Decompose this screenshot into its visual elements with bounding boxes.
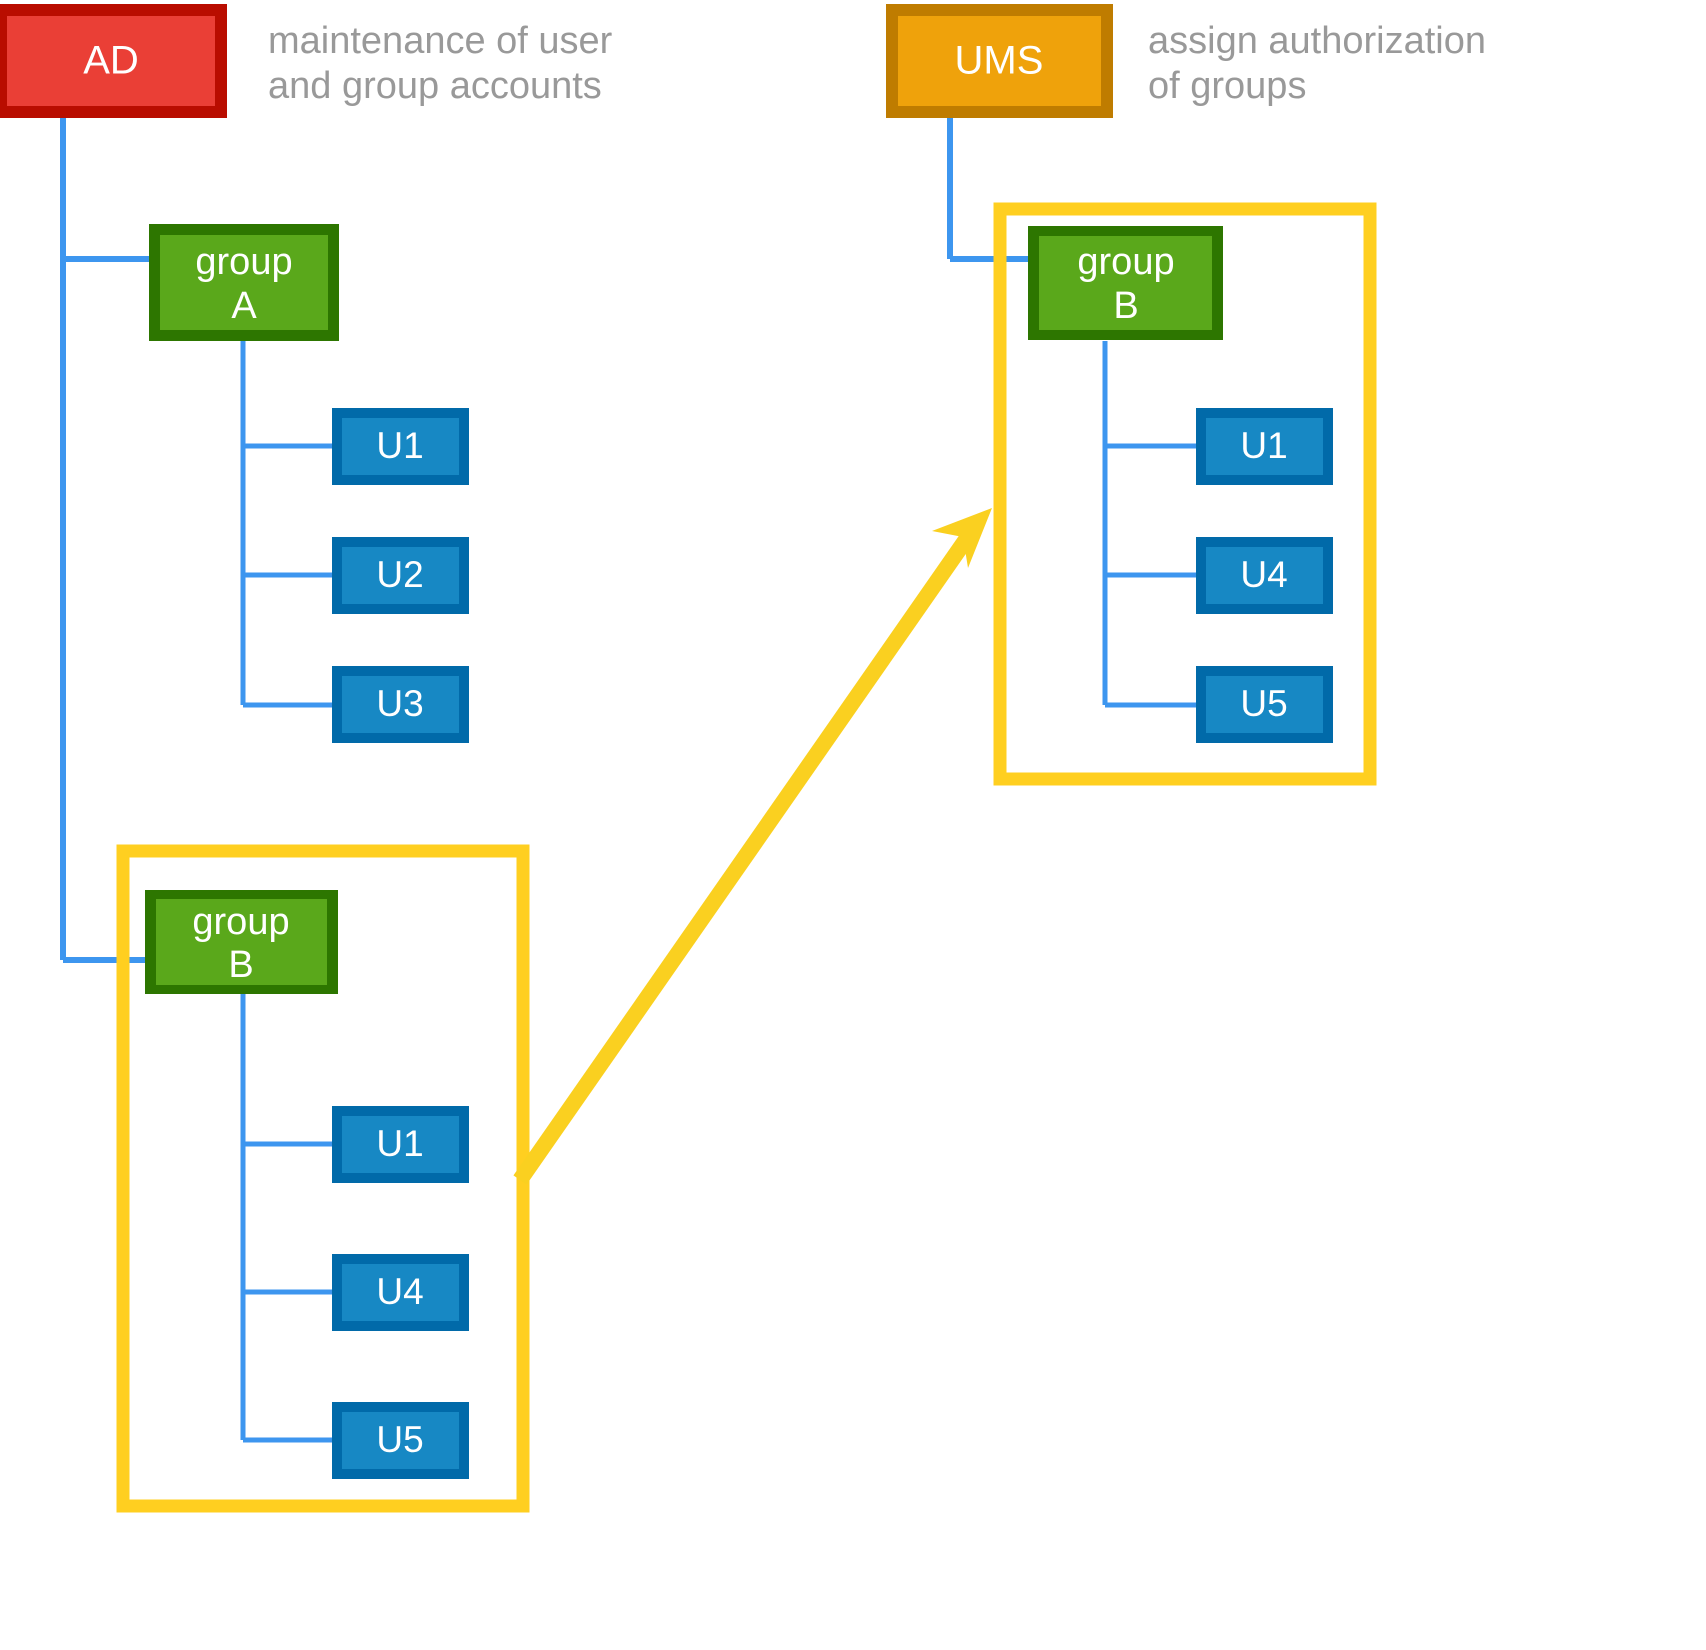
node-ad-group-b-u1[interactable]: U1 bbox=[332, 1106, 469, 1183]
ad-node-label: AD bbox=[83, 39, 139, 83]
ums-group-b-u5-label: U5 bbox=[1240, 683, 1287, 724]
node-ums-group-b[interactable]: group B bbox=[1028, 226, 1223, 340]
ums-group-b-u4-label: U4 bbox=[1240, 554, 1287, 595]
group-a-u1-fill bbox=[342, 418, 459, 475]
mapping-arrow-head bbox=[932, 508, 992, 568]
ad-group-b-label-line1: group bbox=[192, 901, 289, 943]
group-a-connectors bbox=[240, 341, 334, 708]
ad-group-b-u4-fill bbox=[342, 1264, 459, 1321]
ad-group-b-fill bbox=[156, 899, 327, 985]
ums-group-b-connectors bbox=[1102, 341, 1196, 708]
ums-node-fill bbox=[898, 16, 1101, 106]
ad-group-b-u5-fill bbox=[342, 1412, 459, 1469]
node-ad[interactable]: AD bbox=[0, 4, 227, 118]
ad-annotation-line1: maintenance of user bbox=[268, 20, 613, 62]
ad-group-b-label-line2: B bbox=[228, 944, 253, 986]
node-ums-group-b-u1[interactable]: U1 bbox=[1196, 408, 1333, 485]
node-ums-group-b-u4[interactable]: U4 bbox=[1196, 537, 1333, 614]
group-a-u1-label: U1 bbox=[376, 425, 423, 466]
ums-group-b-label-line1: group bbox=[1077, 241, 1174, 283]
group-a-u3-label: U3 bbox=[376, 683, 423, 724]
ums-group-b-u1-label: U1 bbox=[1240, 425, 1287, 466]
ums-node-label: UMS bbox=[955, 39, 1044, 83]
group-a-u3-fill bbox=[342, 676, 459, 733]
mapping-arrow-shaft bbox=[513, 526, 979, 1185]
node-group-a-u1[interactable]: U1 bbox=[332, 408, 469, 485]
ums-group-b-u4-fill bbox=[1206, 547, 1323, 604]
ad-group-b-u4-label: U4 bbox=[376, 1271, 423, 1312]
node-group-a-u3[interactable]: U3 bbox=[332, 666, 469, 743]
ad-group-b-u1-fill bbox=[342, 1116, 459, 1173]
group-a-fill bbox=[160, 235, 328, 330]
node-ad-group-b[interactable]: group B bbox=[145, 890, 338, 994]
node-ad-group-b-u4[interactable]: U4 bbox=[332, 1254, 469, 1331]
ad-group-b-u5-label: U5 bbox=[376, 1419, 423, 1460]
ums-group-b-fill bbox=[1039, 236, 1212, 330]
node-ad-group-b-u5[interactable]: U5 bbox=[332, 1402, 469, 1479]
node-ums-group-b-u5[interactable]: U5 bbox=[1196, 666, 1333, 743]
ums-group-b-u5-fill bbox=[1206, 676, 1323, 733]
ums-annotation-line2: of groups bbox=[1148, 65, 1306, 107]
ad-group-b-u1-label: U1 bbox=[376, 1123, 423, 1164]
ad-connectors bbox=[60, 118, 150, 963]
ums-annotation-line1: assign authorization bbox=[1148, 20, 1486, 62]
group-a-u2-fill bbox=[342, 547, 459, 604]
ad-node-fill bbox=[7, 16, 215, 106]
node-ad-group-a[interactable]: group A bbox=[149, 224, 339, 341]
ums-group-b-u1-fill bbox=[1206, 418, 1323, 475]
group-a-label-line1: group bbox=[195, 241, 292, 283]
ums-group-b-container bbox=[993, 202, 1377, 786]
group-a-label-line2: A bbox=[231, 285, 257, 327]
ums-connectors bbox=[947, 118, 1035, 262]
ad-group-b-connectors bbox=[240, 994, 334, 1443]
group-a-u2-label: U2 bbox=[376, 554, 423, 595]
group-mapping-arrow bbox=[513, 508, 992, 1185]
node-group-a-u2[interactable]: U2 bbox=[332, 537, 469, 614]
ums-group-b-label-line2: B bbox=[1113, 285, 1138, 327]
node-ums[interactable]: UMS bbox=[886, 4, 1113, 118]
ad-annotation-line2: and group accounts bbox=[268, 65, 602, 107]
